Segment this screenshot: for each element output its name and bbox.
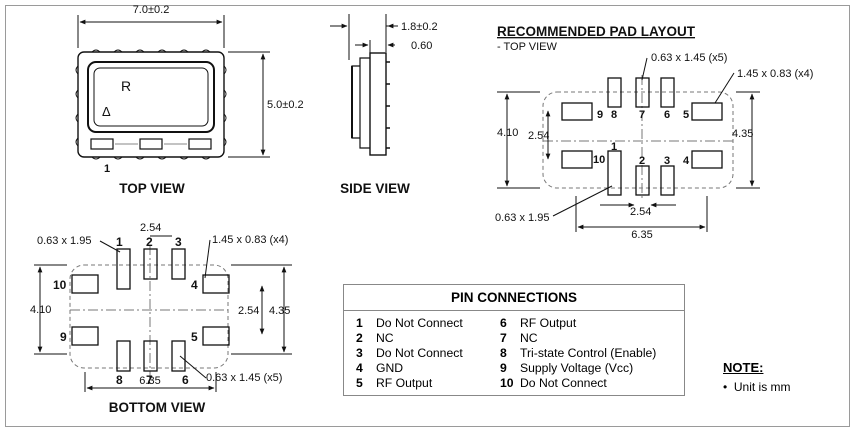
pad-pin-8: 8	[611, 109, 617, 121]
pad-h-right: 4.35	[732, 128, 753, 140]
bottom-pin-5: 5	[191, 330, 198, 344]
top-height-label: 5.0±0.2	[267, 99, 304, 111]
bottom-small-pad-label: 0.63 x 1.45 (x5)	[206, 372, 282, 384]
side-thickness-label: 1.8±0.2	[401, 21, 438, 33]
pad-pin-1: 1	[611, 141, 617, 153]
castellation-marks	[75, 49, 227, 160]
bottom-pin-4: 4	[191, 278, 198, 292]
pin-table-title: PIN CONNECTIONS	[344, 285, 684, 311]
bottom-pin-1: 1	[116, 235, 123, 249]
side-offset-label: 0.60	[411, 40, 432, 52]
note-item: • Unit is mm	[723, 380, 791, 394]
lid-mark-delta: Δ	[102, 104, 111, 119]
bottom-pin1-pad-label: 0.63 x 1.95	[37, 235, 91, 247]
bottom-view-title: BOTTOM VIEW	[109, 400, 206, 415]
top-width-label: 7.0±0.2	[133, 4, 170, 16]
pad-pin-3: 3	[664, 155, 670, 167]
bottom-pin-8: 8	[116, 373, 123, 387]
bottom-big-pad-label: 1.45 x 0.83 (x4)	[212, 234, 288, 246]
pad-small-label: 0.63 x 1.45 (x5)	[651, 52, 727, 64]
pad-pin-10: 10	[593, 154, 605, 166]
pad-big-label: 1.45 x 0.83 (x4)	[737, 68, 813, 80]
note-title: NOTE:	[723, 360, 764, 375]
lid-mark-r: R	[121, 78, 131, 94]
bottom-pin-2: 2	[146, 235, 153, 249]
bottom-pin-9: 9	[60, 330, 67, 344]
pad-pin-7: 7	[639, 109, 645, 121]
pad-pin-5: 5	[683, 109, 689, 121]
drawing-frame	[5, 5, 850, 427]
pad-pin-6: 6	[664, 109, 670, 121]
bottom-h-left: 4.10	[30, 304, 51, 316]
pad-pin-9: 9	[597, 109, 603, 121]
bottom-pitch-v: 2.54	[238, 305, 259, 317]
bottom-pin-6: 6	[182, 373, 189, 387]
bottom-pin-10: 10	[53, 278, 67, 292]
pad-pin-2: 2	[639, 155, 645, 167]
pad-h-left: 4.10	[497, 127, 518, 139]
side-view-title: SIDE VIEW	[340, 181, 410, 196]
pad-layout-drawing	[497, 57, 760, 232]
pad-pin-4: 4	[683, 155, 690, 167]
pad-width: 6.35	[631, 229, 652, 241]
pad-pitch-v: 2.54	[528, 130, 549, 142]
pad-layout-subtitle: - TOP VIEW	[497, 41, 558, 53]
bottom-pitch-top: 2.54	[140, 222, 161, 234]
pad-pitch-h: 2.54	[630, 206, 651, 218]
top-pin1-label: 1	[104, 163, 110, 175]
pad-pin1-label: 0.63 x 1.95	[495, 212, 549, 224]
bottom-h-right: 4.35	[269, 305, 290, 317]
bottom-view-drawing	[34, 235, 292, 392]
pad-layout-title: RECOMMENDED PAD LAYOUT	[497, 24, 696, 39]
bottom-pin-3: 3	[175, 235, 182, 249]
side-view	[330, 14, 398, 156]
bottom-width: 6.35	[139, 375, 160, 387]
note-block: NOTE: • Unit is mm	[723, 360, 791, 394]
top-view-title: TOP VIEW	[119, 181, 185, 196]
bottom-pin-7: 7	[146, 373, 153, 387]
top-view	[75, 15, 270, 160]
